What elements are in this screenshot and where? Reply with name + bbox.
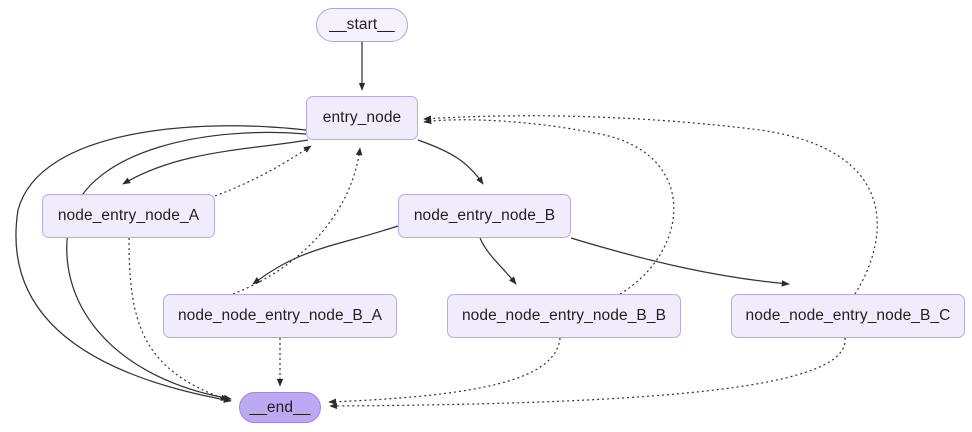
edge-entry-node-to-end-outer xyxy=(15,125,307,403)
node-node-entry-node-A[interactable]: node_entry_node_A xyxy=(42,194,215,238)
node-start[interactable]: __start__ xyxy=(316,8,408,42)
edge-entry-node-to-node-entry-node-B xyxy=(417,139,484,185)
node-entry-node[interactable]: entry_node xyxy=(306,96,418,140)
edge-node-node-entry-node-B-B-to-entry-node xyxy=(423,117,675,295)
edge-node-node-entry-node-B-C-to-entry-node xyxy=(423,115,878,295)
node-entry-node-label: entry_node xyxy=(322,109,402,126)
node-node-node-entry-node-B-C-label: node_node_entry_node_B_C xyxy=(745,307,951,324)
node-node-node-entry-node-B-A[interactable]: node_node_entry_node_B_A xyxy=(163,294,397,338)
edge-entry-node-to-end-inner xyxy=(66,131,307,401)
edge-group-solid xyxy=(15,42,790,403)
edge-node-entry-node-A-to-entry-node xyxy=(214,145,312,197)
edge-entry-node-to-node-entry-node-A xyxy=(122,139,309,185)
edge-node-entry-node-A-to-end xyxy=(128,237,229,401)
edge-node-entry-node-B-to-B-B xyxy=(479,237,517,285)
node-node-node-entry-node-B-A-label: node_node_entry_node_B_A xyxy=(177,307,383,324)
node-end[interactable]: __end__ xyxy=(239,392,321,423)
edge-node-node-entry-node-B-B-to-end xyxy=(328,337,561,405)
node-end-label: __end__ xyxy=(249,398,311,416)
node-node-entry-node-B[interactable]: node_entry_node_B xyxy=(398,194,571,238)
edge-node-node-entry-node-B-C-to-end xyxy=(329,337,846,410)
edge-node-entry-node-B-to-B-C xyxy=(570,237,790,287)
node-node-node-entry-node-B-B[interactable]: node_node_entry_node_B_B xyxy=(447,294,681,338)
node-node-entry-node-B-label: node_entry_node_B xyxy=(413,207,556,224)
edge-node-entry-node-B-to-B-A xyxy=(252,225,399,285)
node-node-entry-node-A-label: node_entry_node_A xyxy=(57,207,200,224)
edge-group-dotted xyxy=(128,115,878,410)
node-node-node-entry-node-B-C[interactable]: node_node_entry_node_B_C xyxy=(731,294,965,338)
node-node-node-entry-node-B-B-label: node_node_entry_node_B_B xyxy=(461,307,667,324)
node-start-label: __start__ xyxy=(329,16,395,33)
edge-node-node-entry-node-B-A-to-entry-node xyxy=(232,147,363,295)
